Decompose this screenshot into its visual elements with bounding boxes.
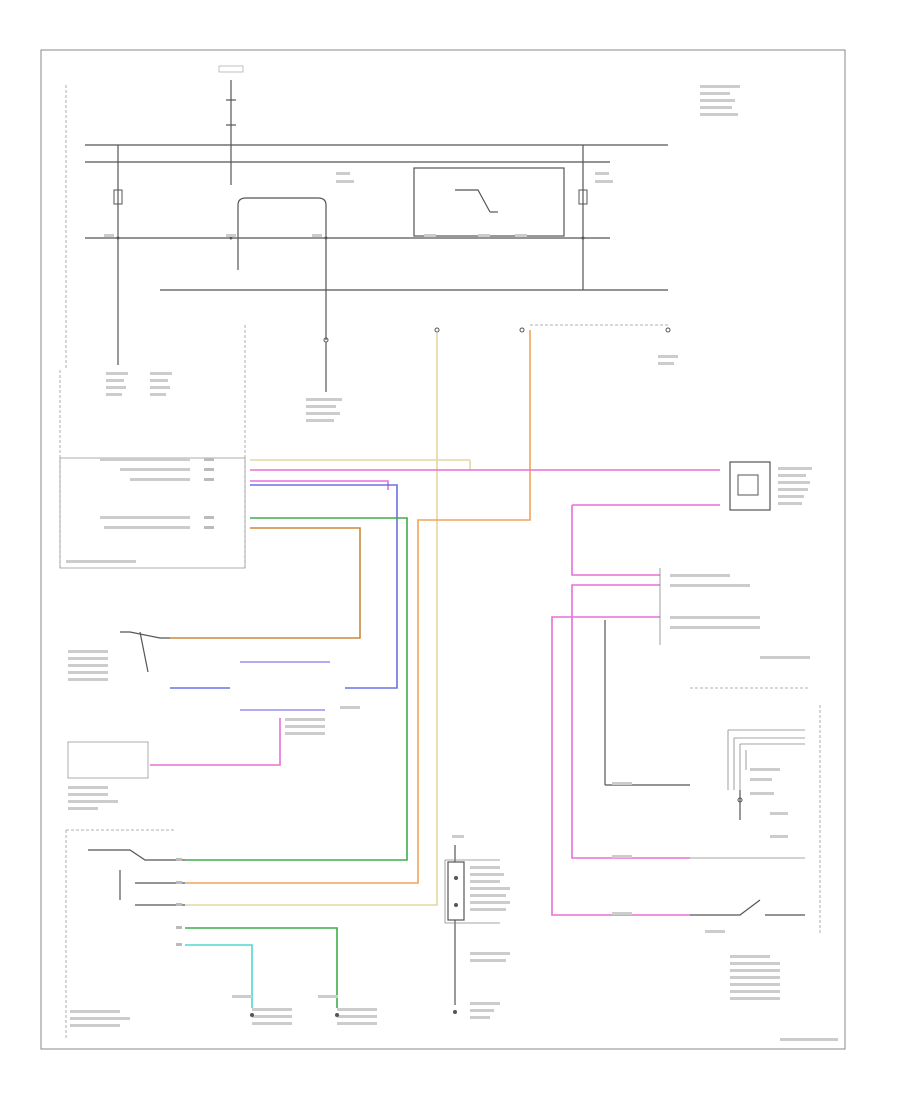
sensor-box: [729, 461, 771, 511]
switch-contact: [690, 899, 805, 916]
wire-yellow: [185, 459, 470, 906]
blower-motor: [447, 861, 465, 921]
wire-green-lower: [185, 927, 338, 1008]
page-border: [40, 49, 846, 1050]
blend-door-switch: [88, 849, 185, 861]
ground-center: [453, 1010, 457, 1014]
wire-pink-middle: [571, 584, 690, 859]
connector-points: [323, 327, 671, 343]
module-pin-labels: [66, 458, 214, 563]
wire-green: [185, 517, 408, 861]
wire-pink-sensor: [571, 504, 720, 576]
wire-cyan: [185, 944, 253, 1008]
fuse-labels: [106, 355, 678, 422]
ground-left: [250, 1013, 254, 1017]
wire-blue: [250, 484, 398, 689]
left-module-box: [67, 741, 149, 779]
wire-orange: [185, 330, 531, 884]
wire-dark-orange: [170, 527, 361, 639]
ground-right: [335, 1013, 339, 1017]
fuse-box-group: [85, 65, 740, 365]
relay-coil-wire: [237, 197, 327, 300]
sensor-labels: [778, 467, 812, 505]
left-switch-upper: [120, 631, 170, 639]
blower-relay-box: [413, 167, 565, 237]
hvac-control-module-box: [59, 457, 246, 569]
